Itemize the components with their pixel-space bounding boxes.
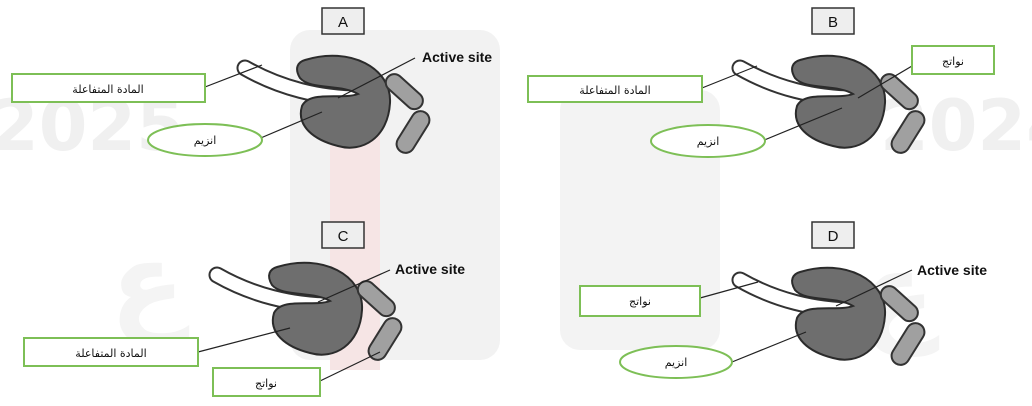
- panel-a-letter: A: [338, 14, 348, 31]
- panel-c-active-site: Active site: [395, 261, 465, 277]
- panel-a-enzyme-oval: [147, 123, 263, 157]
- panel-d-active-site: Active site: [917, 262, 987, 278]
- panel-b-enzyme-oval: [650, 124, 766, 158]
- watermark-glyph-left: ع: [110, 218, 190, 347]
- panel-d-site-pointer: [835, 269, 913, 307]
- panel-b-substrate-label: المادة المتفاعلة: [579, 84, 650, 97]
- panel-d: D Active site نواتج انزيم: [579, 221, 987, 379]
- panel-c-substrate-pointer: [197, 327, 291, 353]
- panel-d-enzyme-label: انزيم: [665, 356, 688, 369]
- panel-a: A Active site المادة المتفاعلة انزيم: [11, 7, 492, 157]
- panel-b-substrate-pointer: [701, 65, 758, 89]
- panel-d-products-pointer: [699, 281, 759, 299]
- panel-b-letter-box: [811, 7, 855, 35]
- panel-d-products-box: [579, 285, 701, 317]
- panel-b: B نواتج المادة المتفاعلة انزيم: [527, 7, 995, 158]
- panel-b-products-pointer: [857, 65, 913, 99]
- panel-a-active-site: Active site: [422, 49, 492, 65]
- panel-a-site-pointer: [337, 57, 416, 99]
- panel-a-enzyme-label: انزيم: [194, 134, 217, 147]
- panel-a-substrate-box: [11, 73, 206, 103]
- panel-b-letter: B: [828, 14, 838, 31]
- panel-c-substrate-box: [23, 337, 199, 367]
- panel-a-substrate-label: المادة المتفاعلة: [72, 83, 143, 96]
- panel-c-products-label: نواتج: [255, 377, 277, 390]
- panel-a-substrate-pointer: [204, 64, 263, 88]
- panel-c-substrate-label: المادة المتفاعلة: [75, 347, 146, 360]
- panel-b-enzyme-label: انزيم: [697, 135, 720, 148]
- panel-c-letter: C: [338, 228, 349, 245]
- panel-d-enzyme-oval: [619, 345, 733, 379]
- panel-d-letter: D: [828, 228, 839, 245]
- panel-c: C Active site المادة المتفاعلة نواتج: [23, 221, 465, 397]
- panel-d-letter-box: [811, 221, 855, 249]
- panel-c-letter-box: [321, 221, 365, 249]
- panel-b-products-box: [911, 45, 995, 75]
- panel-c-products-pointer: [319, 351, 381, 382]
- panel-c-site-pointer: [317, 269, 391, 303]
- panel-a-letter-box: [321, 7, 365, 35]
- panel-a-enzyme-pointer: [255, 111, 323, 141]
- panel-d-enzyme-pointer: [731, 331, 807, 363]
- panel-d-products-label: نواتج: [629, 295, 651, 308]
- panel-c-products-box: [212, 367, 321, 397]
- panel-b-substrate-box: [527, 75, 703, 103]
- panel-b-products-label: نواتج: [942, 55, 964, 68]
- panel-b-enzyme-pointer: [761, 107, 843, 142]
